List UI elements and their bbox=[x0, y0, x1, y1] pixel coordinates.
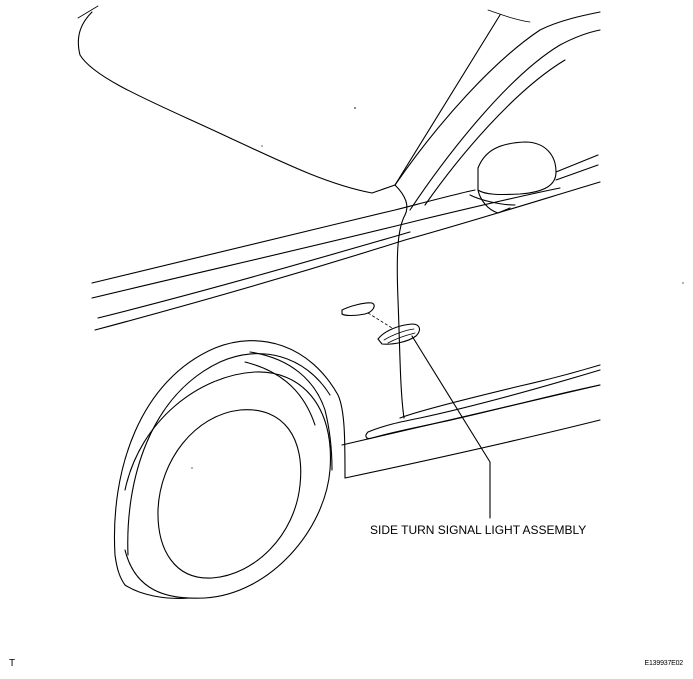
corner-mark: T bbox=[9, 658, 16, 669]
figure-code: E139937E02 bbox=[644, 660, 684, 667]
callout-label: SIDE TURN SIGNAL LIGHT ASSEMBLY bbox=[370, 523, 587, 537]
side-sill bbox=[341, 364, 601, 479]
windshield bbox=[77, 5, 601, 194]
hood-lines bbox=[91, 181, 601, 331]
tire bbox=[114, 371, 332, 599]
side-mirror bbox=[469, 141, 599, 214]
door-seam bbox=[396, 214, 406, 419]
turn-signal-recess bbox=[341, 302, 375, 317]
a-pillar bbox=[394, 29, 601, 216]
callout-leader bbox=[411, 335, 491, 519]
wheel-arch bbox=[113, 340, 346, 556]
turn-signal-lamp-icon bbox=[367, 312, 421, 345]
